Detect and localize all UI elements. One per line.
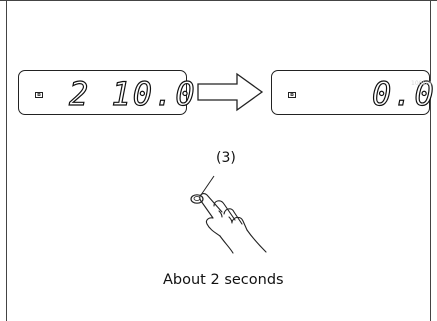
right-display-digits: 0.0 — [371, 74, 436, 113]
hand-press-button-icon — [199, 193, 267, 254]
unit-label-faint: 100km — [411, 80, 432, 87]
callout-leader-line — [200, 175, 215, 196]
frame-right-border — [430, 0, 431, 321]
right-arrow-icon — [197, 72, 264, 112]
right-odometer-display: B 0.0 100km — [271, 70, 434, 115]
left-odometer-display: B 2 10.0 — [18, 70, 195, 115]
button-callout-label: (3) — [216, 150, 236, 166]
mode-b-icon: B — [35, 92, 43, 98]
caption-text: About 2 seconds — [163, 272, 284, 288]
left-display-digits: 2 10.0 — [68, 74, 197, 113]
frame-top-border — [0, 0, 437, 1]
frame-left-border — [6, 0, 7, 321]
mode-b-icon: B — [288, 92, 296, 98]
